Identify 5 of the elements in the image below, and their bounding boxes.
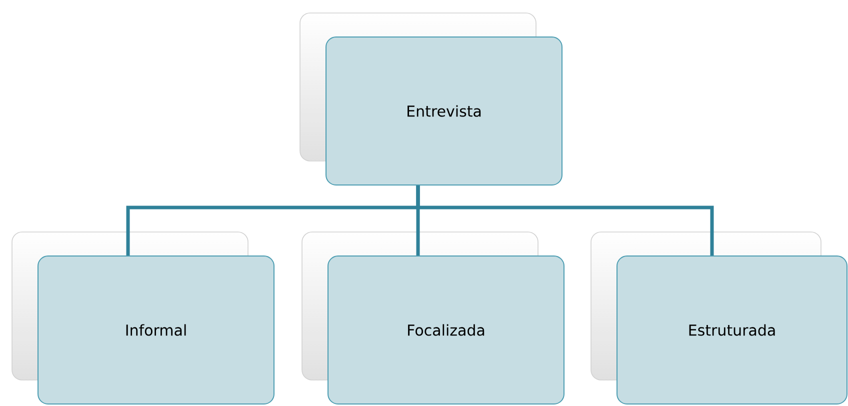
process-box: Estruturada [616, 256, 848, 404]
connector-line [416, 186, 714, 256]
process-box: Informal [38, 256, 274, 404]
process-box: Focalizada [328, 256, 564, 404]
process-box: Entrevista [326, 36, 562, 186]
